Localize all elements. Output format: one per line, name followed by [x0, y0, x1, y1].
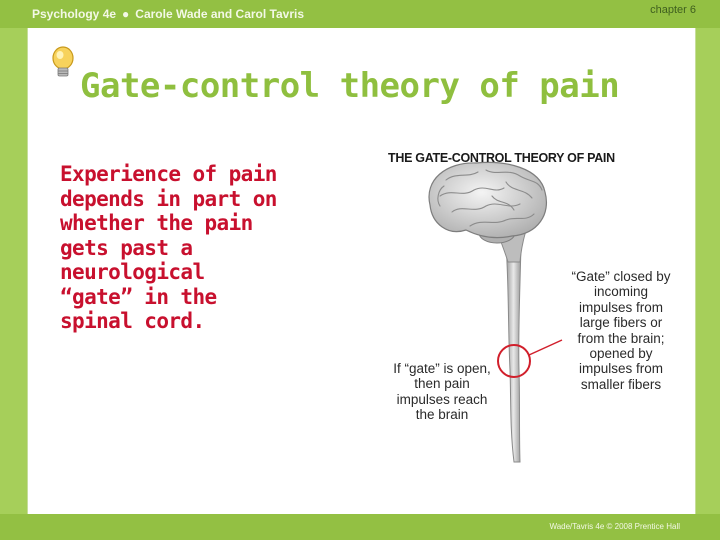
- callout-line: impulses from: [578, 299, 664, 315]
- callout-line: large fibers or: [579, 315, 663, 331]
- body-line: “gate” in the: [60, 284, 217, 309]
- callout-line: incoming: [593, 284, 649, 300]
- gate-pointer-line: [528, 339, 563, 356]
- callout-line: If “gate” is open,: [393, 361, 491, 376]
- callout-line: “Gate” closed by: [571, 269, 671, 284]
- callout-line: from the brain;: [577, 330, 665, 346]
- gate-closed-callout: “Gate” closed by incoming impulses from …: [555, 269, 687, 392]
- callout-line: impulses from: [578, 361, 664, 377]
- body-line: Experience of pain: [60, 162, 277, 186]
- brain-spinal-cord-illustration: [428, 161, 563, 463]
- callout-line: then pain: [414, 376, 470, 392]
- body-line: gets past a: [60, 235, 193, 260]
- slide-panel: [27, 28, 696, 514]
- body-line: depends in part on: [60, 186, 277, 211]
- spinal-cord: [505, 243, 522, 463]
- top-bar: [0, 0, 720, 28]
- footer-credit: Wade/Tavris 4e © 2008 Prentice Hall: [549, 522, 680, 531]
- body-line: neurological: [60, 260, 205, 284]
- book-header: Psychology 4e ● Carole Wade and Carol Tavr…: [32, 7, 304, 21]
- gate-circle: [497, 344, 531, 378]
- body-line: spinal cord.: [60, 309, 205, 333]
- book-authors: Carole Wade and Carol Tavris: [135, 7, 305, 21]
- bullet-icon: ●: [122, 7, 130, 21]
- book-title: Psychology 4e: [32, 7, 117, 21]
- lightbulb-icon: [52, 46, 74, 77]
- chapter-label: chapter 6: [650, 4, 696, 16]
- callout-line: smaller fibers: [580, 376, 662, 392]
- gate-open-callout: If “gate” is open, then pain impulses re…: [380, 361, 504, 423]
- slide-title: Gate-control theory of pain: [80, 66, 620, 106]
- body-line: whether the pain: [60, 211, 253, 235]
- bottom-bar: [0, 514, 720, 540]
- figure-title: THE GATE-CONTROL THEORY OF PAIN: [388, 151, 615, 165]
- brain: [428, 161, 547, 239]
- body-text: Experience of pain depends in part on wh…: [60, 162, 350, 334]
- callout-line: opened by: [589, 346, 653, 362]
- callout-line: the brain: [415, 407, 469, 423]
- callout-line: impulses reach: [396, 391, 488, 407]
